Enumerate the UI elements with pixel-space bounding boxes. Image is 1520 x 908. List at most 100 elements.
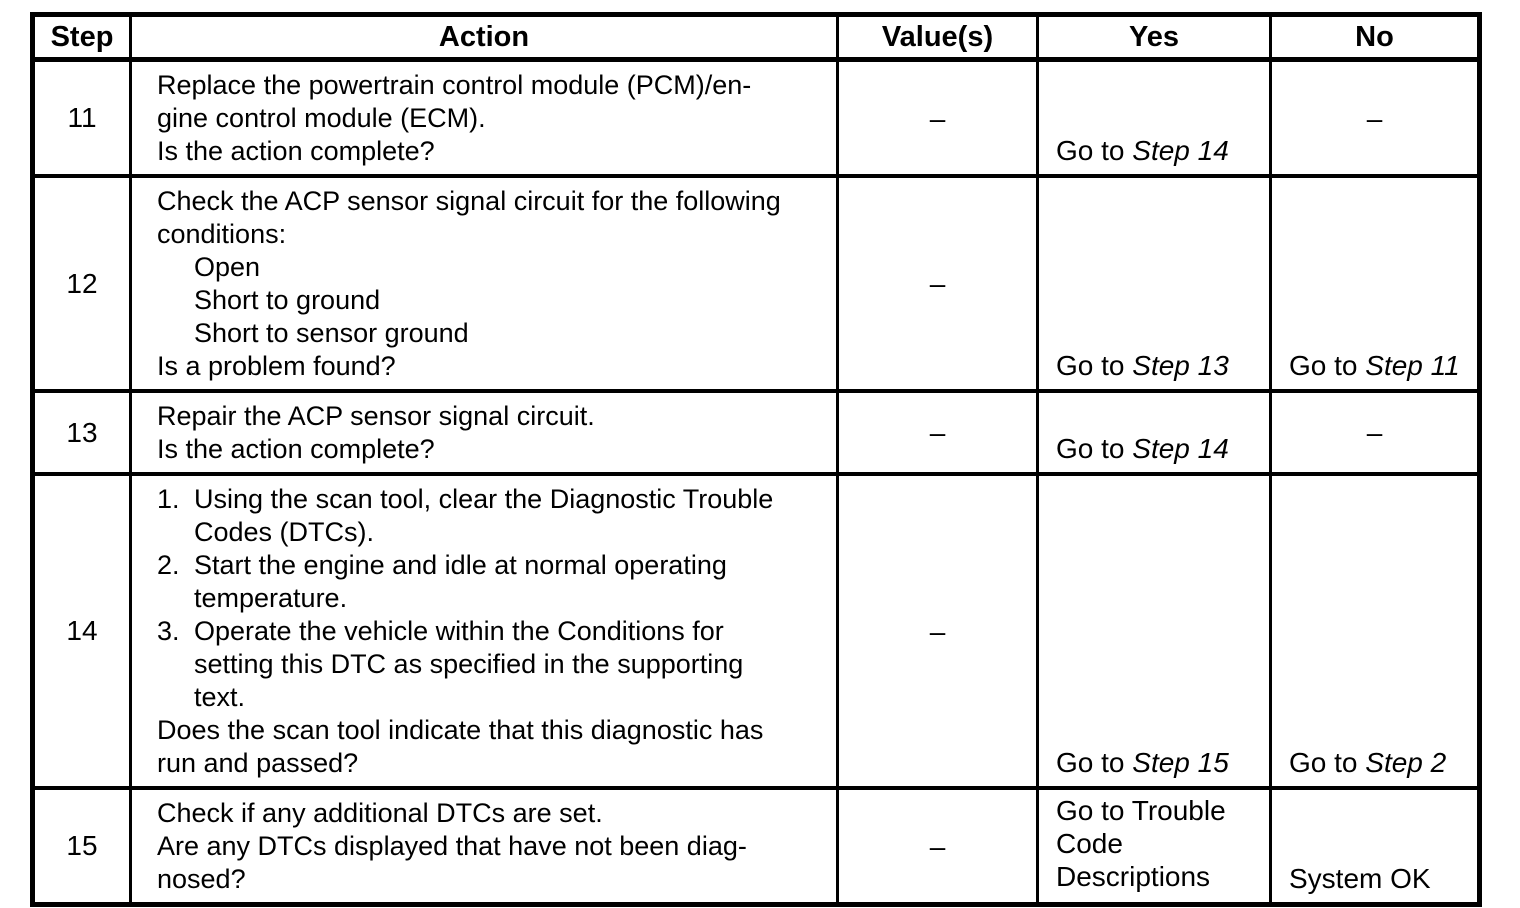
table-body: 11 Replace the powertrain control module … <box>31 57 1481 907</box>
text-line: Open <box>194 252 261 282</box>
nav-text-line: Go to Step 14 <box>1056 135 1229 166</box>
nav-text-line: Go to Step 13 <box>1056 350 1229 381</box>
action-paragraph: Repair the ACP sensor signal circuit. <box>157 400 831 433</box>
value-cell: – <box>836 57 1039 178</box>
nav-text-line: Go to Step 15 <box>1056 747 1229 778</box>
text-line: setting this DTC as specified in the sup… <box>194 649 744 679</box>
action-paragraph: Check if any additional DTCs are set. <box>157 797 831 830</box>
nav-text-line: – <box>929 417 946 448</box>
col-header-yes: Yes <box>1036 13 1272 62</box>
numbered-text: Using the scan tool, clear the Diagnosti… <box>194 483 831 549</box>
bullet-text: Short to sensor ground <box>194 317 831 350</box>
step-cell: 13 <box>31 389 132 476</box>
numbered-text: Start the engine and idle at normal oper… <box>194 549 831 615</box>
text-line: Check the ACP sensor signal circuit for … <box>157 186 781 216</box>
text-line: Start the engine and idle at normal oper… <box>194 550 727 580</box>
text-line: text. <box>194 682 246 712</box>
action-cell: Check the ACP sensor signal circuit for … <box>129 174 839 393</box>
header-row: Step Action Value(s) Yes No <box>31 13 1481 62</box>
action-bullet-item: Open <box>157 251 831 284</box>
number-label: 3. <box>157 616 180 646</box>
nav-text-line: – <box>929 268 946 299</box>
text-line: Is the action complete? <box>157 434 435 464</box>
numbered-text: Operate the vehicle within the Condition… <box>194 615 831 714</box>
text-line: temperature. <box>194 583 348 613</box>
step-cell: 15 <box>31 786 132 907</box>
diagnostic-table: Step Action Value(s) Yes No 11 Replace th… <box>30 12 1482 907</box>
nav-text-line: Go to Step 14 <box>1056 433 1229 464</box>
no-cell: Go to Step 11 <box>1269 174 1481 393</box>
nav-text-line: – <box>929 102 946 134</box>
action-cell: Repair the ACP sensor signal circuit.Is … <box>129 389 839 476</box>
nav-text-line: Descriptions <box>1056 861 1211 892</box>
action-paragraph: Is the action complete? <box>157 135 831 168</box>
action-cell: Check if any additional DTCs are set.Are… <box>129 786 839 907</box>
value-cell: – <box>836 786 1039 907</box>
nav-text-line: System OK <box>1289 863 1431 894</box>
text-line: conditions: <box>157 219 287 249</box>
nav-text-line: – <box>929 615 946 647</box>
action-bullet-item: Short to ground <box>157 284 831 317</box>
text-line: Replace the powertrain control module (P… <box>157 70 752 100</box>
text-line: Is a problem found? <box>157 351 396 381</box>
text-line: Are any DTCs displayed that have not bee… <box>157 831 747 861</box>
text-line: Operate the vehicle within the Condition… <box>194 616 724 646</box>
yes-cell: Go to Step 15 <box>1036 472 1272 790</box>
col-header-no: No <box>1269 13 1481 62</box>
nav-text-line: Go to Step 2 <box>1289 747 1447 778</box>
nav-text-line: Go to Trouble <box>1056 795 1226 826</box>
text-line: gine control module (ECM). <box>157 103 486 133</box>
action-numbered-item: 2. Start the engine and idle at normal op… <box>157 549 831 615</box>
table-header: Step Action Value(s) Yes No <box>31 13 1481 62</box>
action-numbered-item: 3. Operate the vehicle within the Conditi… <box>157 615 831 714</box>
table-row: 12 Check the ACP sensor signal circuit fo… <box>31 174 1481 393</box>
value-cell: – <box>836 389 1039 476</box>
nav-text-line: Code <box>1056 828 1123 859</box>
text-line: Check if any additional DTCs are set. <box>157 798 603 828</box>
nav-text-line: – <box>929 830 946 862</box>
text-line: Short to sensor ground <box>194 318 469 348</box>
text-line: Codes (DTCs). <box>194 517 375 547</box>
value-cell: – <box>836 174 1039 393</box>
table-row: 11 Replace the powertrain control module … <box>31 57 1481 178</box>
col-header-values: Value(s) <box>836 13 1039 62</box>
text-line: Is the action complete? <box>157 136 435 166</box>
no-cell: – <box>1269 389 1481 476</box>
text-line: nosed? <box>157 864 246 894</box>
no-cell: System OK <box>1269 786 1481 907</box>
text-line: Does the scan tool indicate that this di… <box>157 715 764 745</box>
action-bullet-item: Short to sensor ground <box>157 317 831 350</box>
nav-text-line: – <box>1366 102 1383 134</box>
text-line: run and passed? <box>157 748 359 778</box>
no-cell: Go to Step 2 <box>1269 472 1481 790</box>
text-line: Repair the ACP sensor signal circuit. <box>157 401 595 431</box>
yes-cell: Go to Step 14 <box>1036 57 1272 178</box>
bullet-text: Short to ground <box>194 284 831 317</box>
bullet-cell <box>157 284 194 317</box>
nav-text-line: Go to Step 11 <box>1289 350 1460 381</box>
no-cell: – <box>1269 57 1481 178</box>
action-paragraph: Are any DTCs displayed that have not bee… <box>157 830 831 896</box>
number-label: 2. <box>157 550 180 580</box>
action-cell: Replace the powertrain control module (P… <box>129 57 839 178</box>
step-cell: 12 <box>31 174 132 393</box>
bullet-text: Open <box>194 251 831 284</box>
action-paragraph: Does the scan tool indicate that this di… <box>157 714 831 780</box>
text-line: Short to ground <box>194 285 381 315</box>
bullet-cell <box>157 251 194 284</box>
action-paragraph: Replace the powertrain control module (P… <box>157 69 831 135</box>
action-paragraph: Is the action complete? <box>157 433 831 466</box>
step-cell: 11 <box>31 57 132 178</box>
step-cell: 14 <box>31 472 132 790</box>
col-header-action: Action <box>129 13 839 62</box>
action-paragraph: Check the ACP sensor signal circuit for … <box>157 185 831 251</box>
yes-cell: Go to Step 14 <box>1036 389 1272 476</box>
action-cell: 1.Using the scan tool, clear the Diagnos… <box>129 472 839 790</box>
col-header-step: Step <box>31 13 132 62</box>
nav-text-line: – <box>1366 417 1383 448</box>
text-line: Using the scan tool, clear the Diagnosti… <box>194 484 774 514</box>
